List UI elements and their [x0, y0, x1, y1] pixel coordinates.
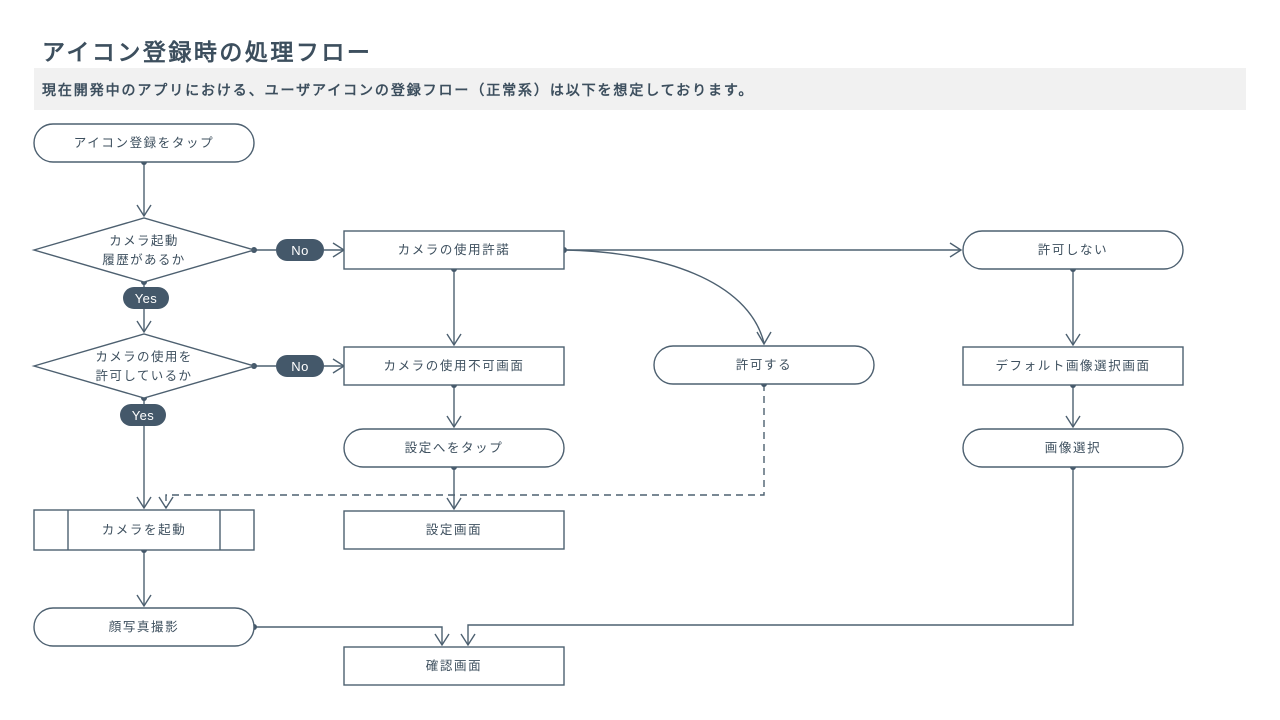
node-default-image-screen[interactable] — [962, 346, 1184, 386]
node-camera-start[interactable] — [33, 509, 255, 551]
node-start[interactable] — [33, 123, 255, 163]
node-image-select[interactable] — [962, 428, 1184, 468]
node-settings-screen[interactable] — [343, 510, 565, 550]
edge-badge-yes-1 — [123, 287, 169, 309]
edge-badge-yes-2 — [120, 404, 166, 426]
node-camera-permit[interactable] — [343, 230, 565, 270]
edge-camera-permit-to-camera-disabled — [446, 266, 462, 347]
edge-settings-tap-to-settings-screen — [446, 464, 462, 511]
node-allow[interactable] — [653, 345, 875, 385]
edge-badge-no-2 — [276, 355, 324, 377]
node-deny[interactable] — [962, 230, 1184, 270]
node-camera-disabled-screen[interactable] — [343, 346, 565, 386]
subtitle-text: 現在開発中のアプリにおける、ユーザアイコンの登録フロー（正常系）は以下を想定して… — [42, 83, 755, 99]
edge-start-to-decision1 — [136, 159, 152, 218]
edge-camera-start-to-face-photo — [136, 547, 152, 608]
edge-deny-to-default-image — [1065, 266, 1081, 347]
edge-image-select-to-confirm-screen — [460, 464, 1076, 647]
subtitle-banner — [34, 68, 1246, 110]
edge-default-image-to-image-select — [1065, 382, 1081, 429]
node-face-photo[interactable] — [33, 607, 255, 647]
node-decision-camera-history[interactable] — [31, 217, 257, 283]
edge-camera-disabled-to-settings-tap — [446, 382, 462, 429]
edge-badge-no-1 — [276, 239, 324, 261]
node-confirm-screen[interactable] — [343, 646, 565, 686]
edge-camera-permit-to-allow — [565, 249, 772, 346]
node-settings-tap[interactable] — [343, 428, 565, 468]
edge-face-photo-to-confirm-screen — [251, 624, 450, 647]
page-title: アイコン登録時の処理フロー — [42, 40, 373, 67]
node-decision-camera-permission[interactable] — [31, 333, 257, 399]
